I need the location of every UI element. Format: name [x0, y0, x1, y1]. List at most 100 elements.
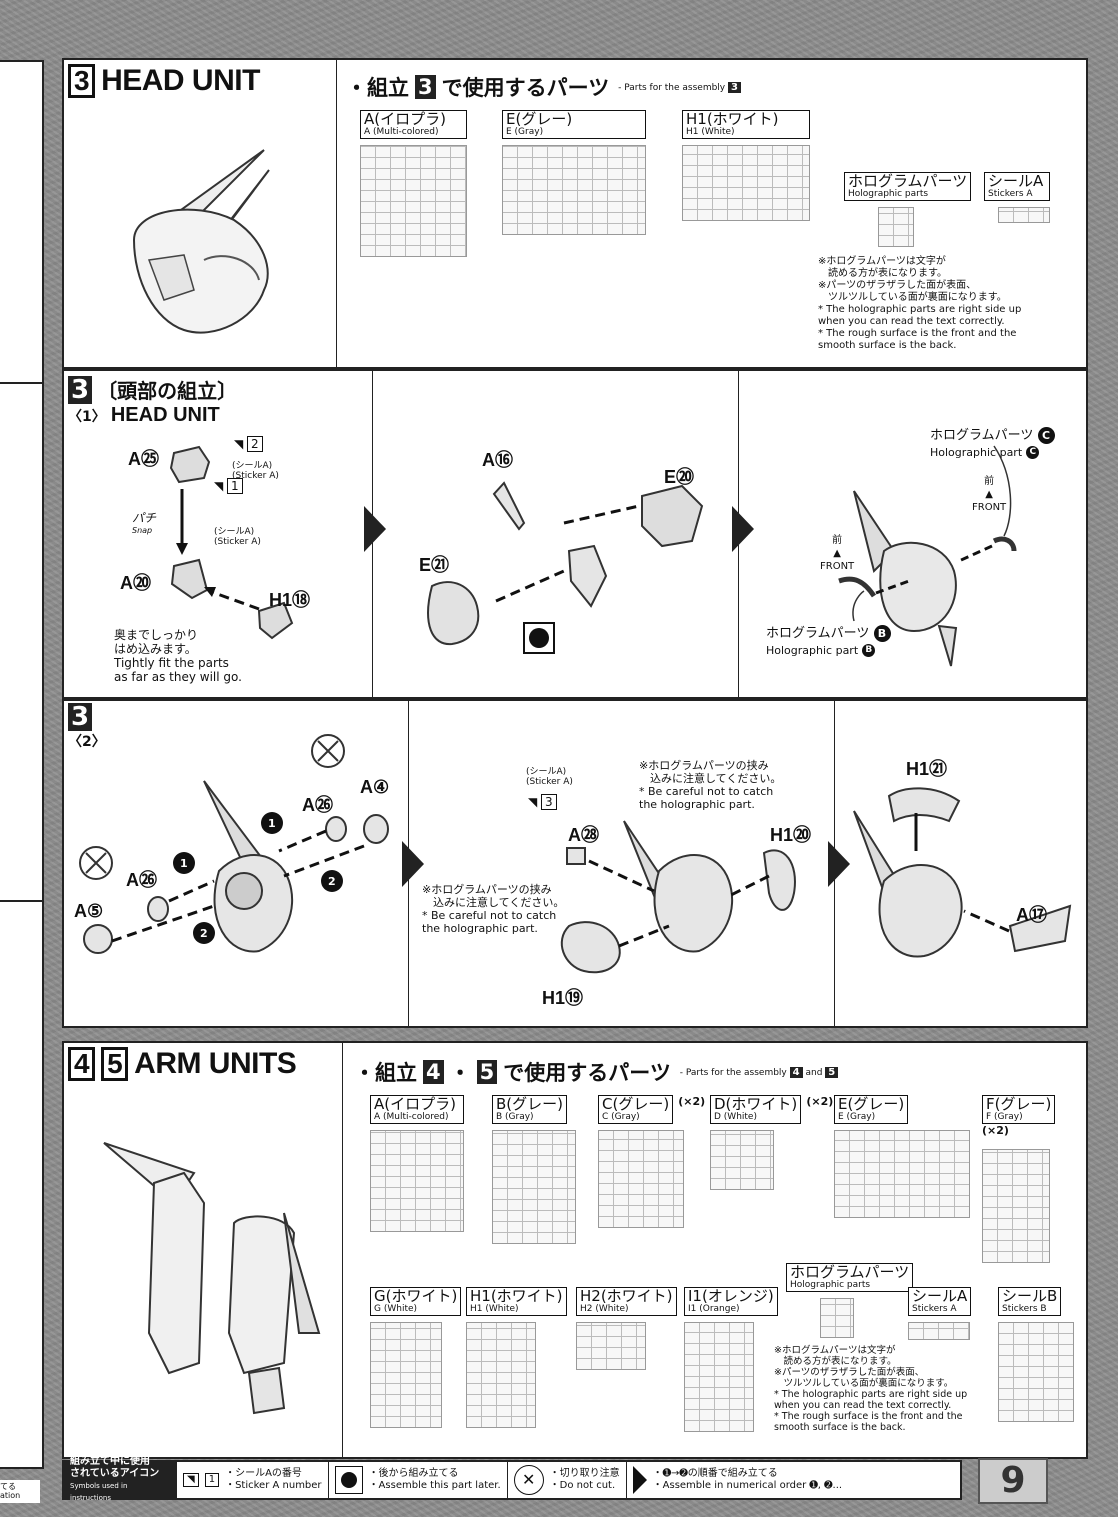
- runner-sprue: [684, 1322, 754, 1432]
- runner-e-jp: E(グレー): [506, 110, 573, 128]
- holo-c-mark: C: [1037, 427, 1055, 444]
- careful-en1: * Be careful not to catch: [639, 785, 774, 798]
- sticker-b-en: Stickers B: [1002, 1304, 1047, 1314]
- runner-d: D(ホワイト)D (White) (×2): [710, 1095, 833, 1190]
- runner-jp: A(イロプラ): [374, 1095, 456, 1113]
- sticker-label-en: (Sticker A): [232, 471, 279, 481]
- section-number-5: 5: [101, 1047, 129, 1081]
- note-line: 読める方が表になります。: [818, 268, 947, 279]
- fit-jp2: はめ込みます。: [114, 642, 197, 656]
- icon-legend: 組み立て中に使用 されているアイコン Symbols used in instr…: [62, 1456, 962, 1502]
- runner-en: C (Gray): [602, 1112, 640, 1122]
- runner-e-en: E (Gray): [506, 127, 544, 137]
- front-jp: 前: [984, 476, 995, 487]
- legend-order-en: ・Assemble in numerical order ➊, ➋...: [652, 1480, 843, 1491]
- sticker-1-label: (シールA)(Sticker A): [214, 527, 261, 547]
- legend-cut-jp: ・切り取り注意: [549, 1468, 620, 1479]
- sticker-b-jp: シールB: [1002, 1287, 1058, 1305]
- order-2-glyph: 2: [200, 927, 208, 940]
- sticker-jp: (シールA): [526, 767, 567, 777]
- left-strip-line1: てる: [0, 1481, 16, 1491]
- order-2-glyph: 2: [328, 875, 336, 888]
- step-sub: 〈1〉: [68, 409, 106, 425]
- step-3-2-diagram: 1 2 1 2: [79, 734, 1072, 974]
- legend-sticker-jp: ・シールAの番号: [225, 1468, 302, 1479]
- runner-h1-jp: H1(ホワイト): [686, 110, 779, 128]
- parts-heading-num4: 4: [423, 1060, 444, 1084]
- note-line: * The rough surface is the front and the: [774, 1411, 963, 1422]
- sticker-label-jp: (シールA): [214, 527, 255, 537]
- careful-note-top: ※ホログラムパーツの挟み 込みに注意してください。 * Be careful n…: [639, 759, 781, 811]
- front-label-c: 前▲FRONT: [972, 476, 1007, 513]
- runner-e-sprue: [502, 145, 646, 235]
- numerical-order-icon: [632, 1466, 647, 1494]
- runner-jp: B(グレー): [496, 1095, 563, 1113]
- runner-sprue: [370, 1130, 464, 1232]
- part-a4: A④: [360, 777, 390, 797]
- runner-jp: G(ホワイト): [374, 1287, 458, 1305]
- runner-qty: (×2): [678, 1095, 706, 1108]
- holo-en: Holographic parts: [848, 189, 929, 199]
- runner-jp: I1(オレンジ): [688, 1287, 774, 1305]
- note-line: ※ホログラムパーツは文字が: [774, 1345, 896, 1356]
- legend-sticker-num: 1: [204, 1473, 220, 1487]
- runner-sprue: [576, 1322, 646, 1370]
- sticker-3: ◥ 3: [528, 794, 557, 810]
- front-en: FRONT: [820, 561, 855, 572]
- runner-jp: C(グレー): [602, 1095, 670, 1113]
- parts-heading-dot: ・: [449, 1061, 471, 1085]
- sticker-en: (Sticker A): [526, 777, 573, 787]
- legend-later-en: ・Assemble this part later.: [368, 1480, 501, 1491]
- note-line: * The holographic parts are right side u…: [774, 1389, 968, 1400]
- note-line: ツルツルしている面が裏面になります。: [818, 292, 1007, 303]
- head-unit-parts-panel: 3 HEAD UNIT ・組立 3 で使用するパーツ - Parts for t…: [62, 58, 1088, 369]
- holo-b-mark-small: B: [862, 644, 876, 657]
- note-line: * The rough surface is the front and the: [818, 328, 1017, 339]
- sticker-2-label: (シールA)(Sticker A): [232, 461, 279, 481]
- sticker-label-jp: (シールA): [232, 461, 273, 471]
- holo-c-mark-small: C: [1026, 446, 1040, 459]
- runner-f: F(グレー)F (Gray) (×2): [982, 1095, 1086, 1263]
- sticker-label-en: (Sticker A): [214, 537, 261, 547]
- holo-b-mark: B: [873, 625, 891, 642]
- note-line: ツルツルしている面が裏面になります。: [774, 1378, 954, 1389]
- legend-sticker: ◥ 1 ・シールAの番号・Sticker A number: [177, 1462, 329, 1498]
- runner-h1: H1(ホワイト)H1 (White): [682, 110, 810, 221]
- parts-heading-suffix: で使用するパーツ: [441, 76, 610, 100]
- holo-notes: ※ホログラムパーツは文字が 読める方が表になります。 ※パーツのザラザラした面が…: [774, 1345, 967, 1433]
- holo-c-en: Holographic part: [930, 446, 1023, 459]
- holo-notes: ※ホログラムパーツは文字が 読める方が表になります。 ※パーツのザラザラした面が…: [818, 256, 1021, 352]
- step-header: 3 〔頭部の組立〕 〈1〉 HEAD UNIT: [68, 375, 237, 427]
- parts-heading-jp: ・組立: [346, 76, 409, 100]
- careful-jp2: 込みに注意してください。: [639, 772, 782, 785]
- runner-jp: F(グレー): [986, 1095, 1052, 1113]
- legend-order-jp: ・➊→➋の順番で組み立てる: [652, 1468, 778, 1479]
- note-line: * The holographic parts are right side u…: [818, 304, 1022, 315]
- runner-a: A(イロプラ)A (Multi-colored): [370, 1095, 464, 1232]
- holo-jp: ホログラムパーツ: [790, 1263, 910, 1281]
- careful-en1: * Be careful not to catch: [422, 909, 557, 922]
- fit-jp1: 奥までしっかり: [114, 628, 199, 642]
- left-strip-fragment: てる ation: [0, 1479, 40, 1503]
- part-h118: H1⑱: [269, 590, 311, 610]
- runner-en: D (White): [714, 1112, 757, 1122]
- runner-en: G (White): [374, 1304, 418, 1314]
- snap-jp: パチ: [132, 511, 157, 525]
- front-en: FRONT: [972, 502, 1007, 513]
- sticker-a-jp: シールA: [912, 1287, 968, 1305]
- note-line: ※ホログラムパーツは文字が: [818, 256, 946, 267]
- part-e20: E⑳: [664, 467, 695, 487]
- runner-sprue: [598, 1130, 684, 1228]
- careful-note-bottom: ※ホログラムパーツの挟み 込みに注意してください。 * Be careful n…: [422, 883, 564, 935]
- sticker-3-label: (シールA)(Sticker A): [526, 767, 573, 787]
- part-a26: A㉖: [126, 870, 157, 890]
- parts-heading-num: 3: [415, 75, 436, 99]
- runner-qty: (×2): [806, 1095, 834, 1108]
- legend-cut-en: ・Do not cut.: [549, 1480, 616, 1491]
- sticker-1: ◥ 1: [214, 478, 243, 494]
- sticker-en: Stickers A: [988, 189, 1033, 199]
- parts-heading-en-num5: 5: [825, 1066, 839, 1078]
